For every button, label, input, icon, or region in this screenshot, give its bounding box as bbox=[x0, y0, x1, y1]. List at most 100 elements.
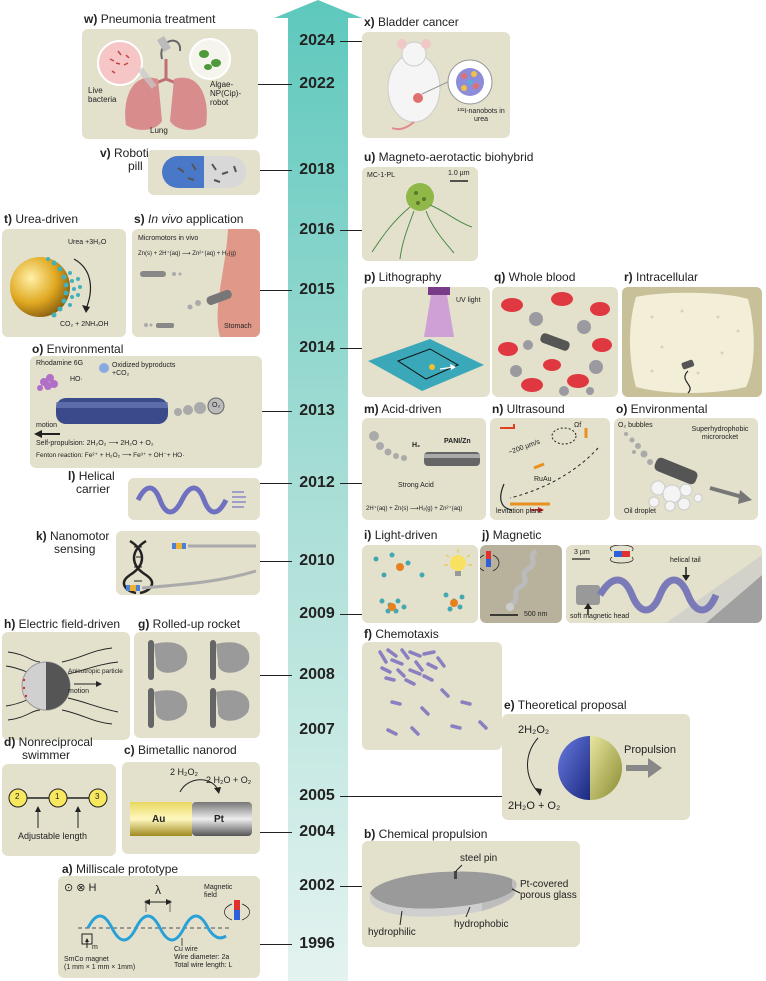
micro-scale-label: 3 µm bbox=[574, 549, 590, 556]
panel-m-title: m) Acid-driven bbox=[364, 402, 442, 416]
panel-p-lithography: UV light bbox=[362, 287, 490, 397]
connector-2002 bbox=[340, 886, 362, 887]
moment-label: m bbox=[92, 944, 98, 951]
h2o-product: 2H₂O + O₂ bbox=[508, 800, 561, 812]
connector-2022 bbox=[254, 84, 292, 85]
acid-illustration bbox=[369, 431, 480, 466]
c-reactant: 2 H₂O₂ bbox=[170, 767, 198, 777]
panel-x-bladder: ¹³¹I-nanobots in urea bbox=[362, 32, 510, 138]
panel-u-title: u) Magneto-aerotactic biohybrid bbox=[364, 150, 534, 164]
wire-diameter-label: Wire diameter: 2a bbox=[174, 954, 230, 961]
panel-p-title: p) Lithography bbox=[364, 270, 442, 284]
panel-i-light bbox=[362, 545, 478, 623]
swimmer-illustration bbox=[8, 788, 108, 828]
h2o2-reactant: 2H₂O₂ bbox=[518, 724, 550, 736]
electric-motion-label: motion bbox=[68, 688, 90, 695]
oxygen-label: O₂ bbox=[212, 402, 221, 409]
connector-2009 bbox=[340, 614, 364, 615]
year-2013: 2013 bbox=[299, 402, 335, 419]
bead-2: 2 bbox=[15, 792, 20, 801]
chemotaxis-illustration bbox=[378, 648, 488, 736]
o2-bubbles-label: O₂ bubbles bbox=[618, 422, 653, 429]
connector-2014 bbox=[340, 348, 364, 349]
panel-c-bimetallic: 2 H₂O₂ 2 H₂O + O₂ Au Pt bbox=[122, 762, 260, 854]
acid-reaction: 2H⁺(aq) + Zn(s) ⟶H₂(g) + Zn²⁺(aq) bbox=[366, 506, 463, 512]
nanobots-label: ¹³¹I-nanobots in urea bbox=[457, 108, 505, 124]
panel-x-title: x) Bladder cancer bbox=[364, 15, 459, 29]
smco-magnet-label: SmCo magnet(1 mm × 1 mm × 1mm) bbox=[64, 956, 136, 972]
panel-d-swimmer: 2 1 3 Adjustable length bbox=[2, 764, 116, 856]
panel-c-title: c) Bimetallic nanorod bbox=[124, 743, 237, 757]
panel-h-title: h) Electric field-driven bbox=[4, 617, 121, 631]
panel-j-helical-tail: 3 µm helical tail soft magnetic head bbox=[566, 545, 762, 623]
connector-2010 bbox=[260, 561, 292, 562]
panel-o2-title: o) Environmental bbox=[616, 402, 708, 416]
year-2008: 2008 bbox=[299, 666, 335, 683]
self-propulsion-eq: Self-propulsion: 2H₂O₂ ⟶ 2H₂O + O₂ bbox=[36, 440, 154, 447]
motion-label: motion bbox=[36, 422, 58, 429]
dna-illustration bbox=[122, 539, 257, 595]
c-product: 2 H₂O + O₂ bbox=[206, 775, 252, 785]
year-2022: 2022 bbox=[299, 75, 335, 92]
omega-label: Ωf bbox=[574, 422, 582, 429]
year-2018: 2018 bbox=[299, 161, 335, 178]
connector-1996 bbox=[254, 944, 292, 945]
blood-illustration bbox=[498, 292, 612, 396]
lithography-illustration bbox=[368, 287, 484, 391]
panel-s-invivo: Micromotors in vivo Zn(s) + 2H⁺(aq) ⟶ Zn… bbox=[132, 229, 260, 337]
connector-2012a bbox=[258, 483, 292, 484]
fenton-illustration bbox=[34, 363, 225, 438]
connector-2013 bbox=[262, 411, 292, 412]
panel-w-pneumonia: Live bacteria Algae-NP(Cip)-robot Lung bbox=[82, 29, 258, 139]
panel-e-title: e) Theoretical proposal bbox=[504, 698, 627, 712]
microrocket-illustration bbox=[624, 432, 752, 512]
panel-q-blood bbox=[492, 287, 618, 397]
field-symbols: ⊙ ⊗ H bbox=[64, 882, 97, 894]
hydrogen-label: H₂ bbox=[412, 442, 421, 449]
panel-w-title: w) Pneumonia treatment bbox=[84, 12, 216, 26]
panel-o1-environmental: Rhodamine 6G HO· Oxidized byproducts +CO… bbox=[30, 356, 262, 468]
stomach-illustration bbox=[140, 229, 260, 337]
magnetic-helix bbox=[480, 548, 538, 616]
radical-label: HO· bbox=[70, 376, 83, 383]
strong-acid-label: Strong Acid bbox=[398, 482, 434, 489]
panel-t-urea: Urea +3H₂O CO₂ + 2NH₄OH bbox=[2, 229, 126, 337]
hydrophilic-label: hydrophilic bbox=[368, 927, 416, 938]
year-2004: 2004 bbox=[299, 823, 335, 840]
panel-g-title: g) Rolled-up rocket bbox=[138, 617, 241, 631]
levitation-label: levitation plane bbox=[496, 508, 543, 515]
connector-2018 bbox=[260, 170, 292, 171]
algae-robot-label: Algae-NP(Cip)-robot bbox=[210, 80, 242, 107]
year-2024: 2024 bbox=[299, 32, 335, 49]
zinc-reaction: Zn(s) + 2H⁺(aq) ⟶ Zn²⁺(aq) + H₂(g) bbox=[138, 251, 236, 257]
urea-particle bbox=[10, 257, 92, 318]
connector-2016 bbox=[340, 230, 362, 231]
year-2009: 2009 bbox=[299, 605, 335, 622]
panel-u-biohybrid: MC-1-PL 1.0 µm bbox=[362, 167, 478, 261]
connector-2012b bbox=[340, 483, 364, 484]
oil-droplet-label: Oil droplet bbox=[624, 508, 656, 515]
timeline-arrow bbox=[274, 0, 362, 981]
bead-1: 1 bbox=[55, 792, 60, 801]
helical-tail-illustration bbox=[572, 545, 762, 623]
wire-length-label: Total wire length: L bbox=[174, 962, 233, 969]
panel-h-electric: Anisotropic particle motion bbox=[2, 632, 130, 740]
year-2012: 2012 bbox=[299, 474, 335, 491]
au-label: Au bbox=[152, 814, 166, 825]
rolled-up-illustration bbox=[148, 640, 250, 728]
propulsion-label: Propulsion bbox=[624, 744, 676, 756]
connector-2015 bbox=[254, 290, 292, 291]
panel-r-title: r) Intracellular bbox=[624, 270, 699, 284]
byproducts-label: Oxidized byproducts +CO₂ bbox=[112, 362, 176, 378]
panel-n-ultrasound: ~200 µm/s RuAu Ωf levitation plane bbox=[490, 418, 610, 520]
lung-illustration bbox=[97, 35, 231, 130]
ruau-label: RuAu bbox=[534, 476, 552, 483]
panel-b-title: b) Chemical propulsion bbox=[364, 827, 488, 841]
strain-label: MC-1-PL bbox=[367, 172, 396, 179]
